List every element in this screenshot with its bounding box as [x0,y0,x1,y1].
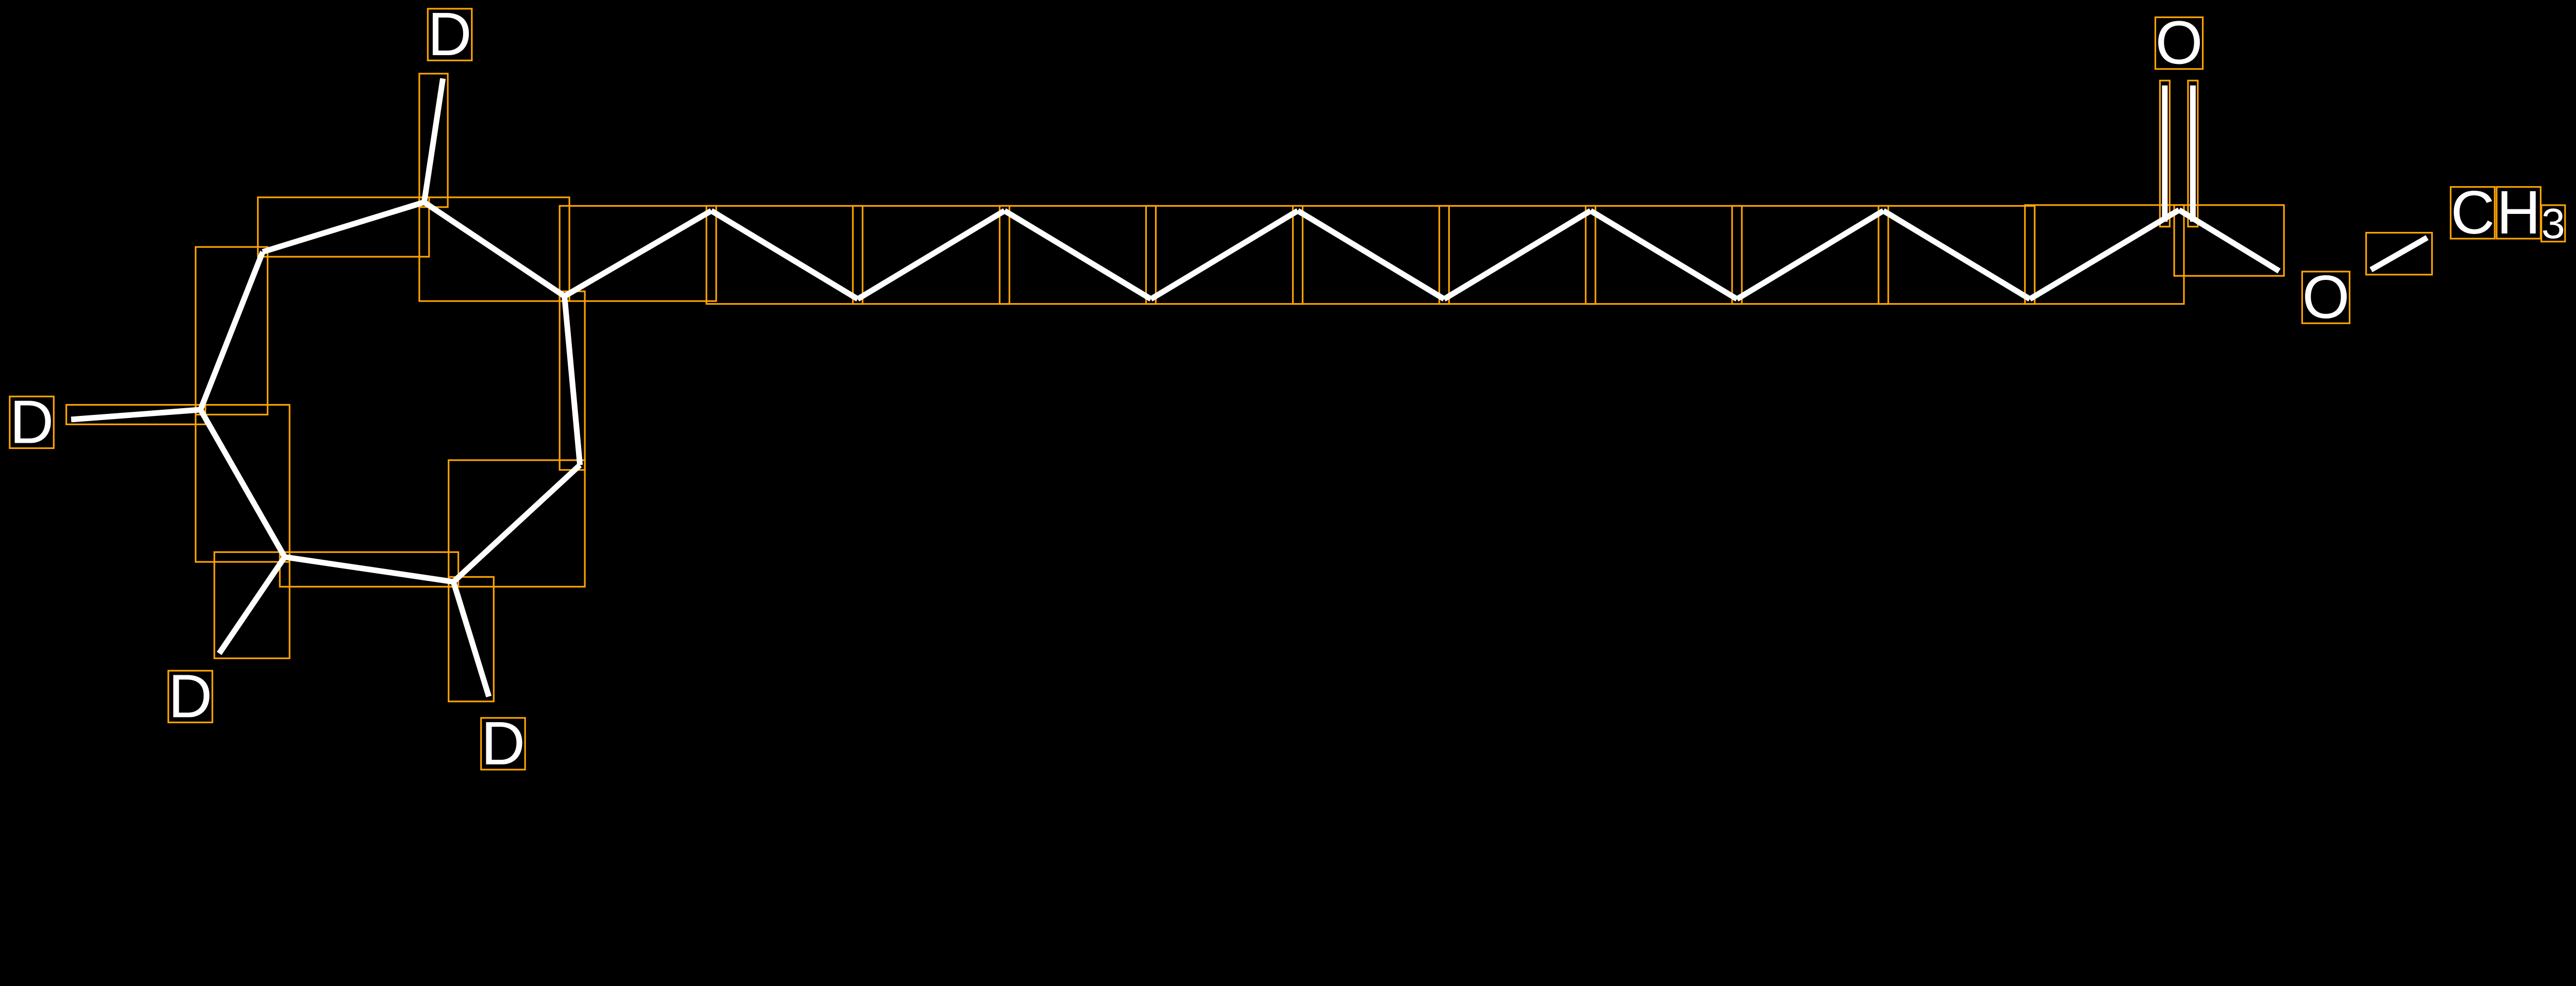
chain-bond [709,208,859,302]
chain-bond [1149,208,1299,302]
chain-bond [856,208,1006,302]
deuterium-bond-bounding-box [448,576,495,703]
label-bounding-box [2450,186,2496,240]
atom-label-d-left: D [10,388,54,456]
atom-labels: D D D D O O C H 3 [10,1,2565,778]
deuterium-bond [71,407,201,423]
chain-bond-bounding-box [558,205,717,302]
ring-bond [262,199,425,255]
chain-bond-bounding-box [1292,205,1450,305]
chain-bond [2028,207,2181,302]
atom-label-d-bottom-left: D [168,662,212,730]
ring-bond [422,199,566,299]
ring-bond [284,554,454,585]
atom-label-d-top: D [428,1,471,69]
chain-bond [1882,208,2031,302]
chain-bond [1443,208,1592,302]
ring-bond [451,463,582,584]
chain-bond [1003,208,1153,302]
label-bounding-box [427,8,473,61]
ring-bond-bounding-box [279,551,460,588]
chain-bond [2177,207,2281,274]
ring-bond [198,250,266,411]
atom-label-methyl-h: H [2497,179,2540,247]
ring-bond [562,296,583,465]
carbonyl-double-bond-left-bounding-box [2159,79,2171,228]
methyl-bond-bounding-box [2365,231,2433,276]
ring-bond [198,408,287,559]
chain-bond-bounding-box [1877,205,2036,305]
chain-bond-bounding-box [852,205,1010,305]
deuterium-bond-bounding-box [213,551,291,659]
label-bounding-box [9,395,55,449]
molecule-diagram: D D D D O O C H 3 [0,0,2576,778]
ring-bond-bounding-box [257,196,430,258]
ring-bond-bounding-box [195,404,291,563]
chain-bond-bounding-box [1585,205,1743,305]
chain-bond-bounding-box [2024,204,2185,305]
chain-bond [1589,208,1739,302]
chain-bond-bounding-box [1731,205,1889,305]
atom-label-o-ester: O [2302,263,2349,331]
chain-bond-bounding-box [1438,205,1597,305]
atom-label-o-carbonyl: O [2155,9,2202,77]
carbonyl-double-bond-right-bounding-box [2187,79,2199,228]
atom-label-methyl-subscript: 3 [2541,199,2565,247]
bonds [71,78,2429,698]
background [0,0,2576,778]
ring-bond-bounding-box [418,196,570,302]
label-bounding-box [2301,271,2351,324]
chain-bond-bounding-box [998,205,1157,305]
label-bounding-box [167,670,213,724]
chain-bond [563,208,713,299]
methyl-bond [2369,235,2429,273]
label-bounding-box [480,717,526,771]
chain-bond [1735,208,1885,302]
deuterium-bond [421,78,446,203]
chain-bond-bounding-box [2173,204,2285,277]
deuterium-bond [450,581,492,698]
atom-label-d-bottom: D [481,710,526,778]
atom-label-methyl-c: C [2451,179,2495,247]
label-bounding-box [2154,16,2204,70]
chain-bond-bounding-box [1145,205,1303,305]
label-bounding-box [2540,204,2566,243]
ring-bond-bounding-box [448,459,586,588]
deuterium-bond [216,555,287,655]
ring-bond-bounding-box [195,246,268,415]
chain-bond [1296,208,1446,302]
chain-bond-bounding-box [705,205,863,305]
